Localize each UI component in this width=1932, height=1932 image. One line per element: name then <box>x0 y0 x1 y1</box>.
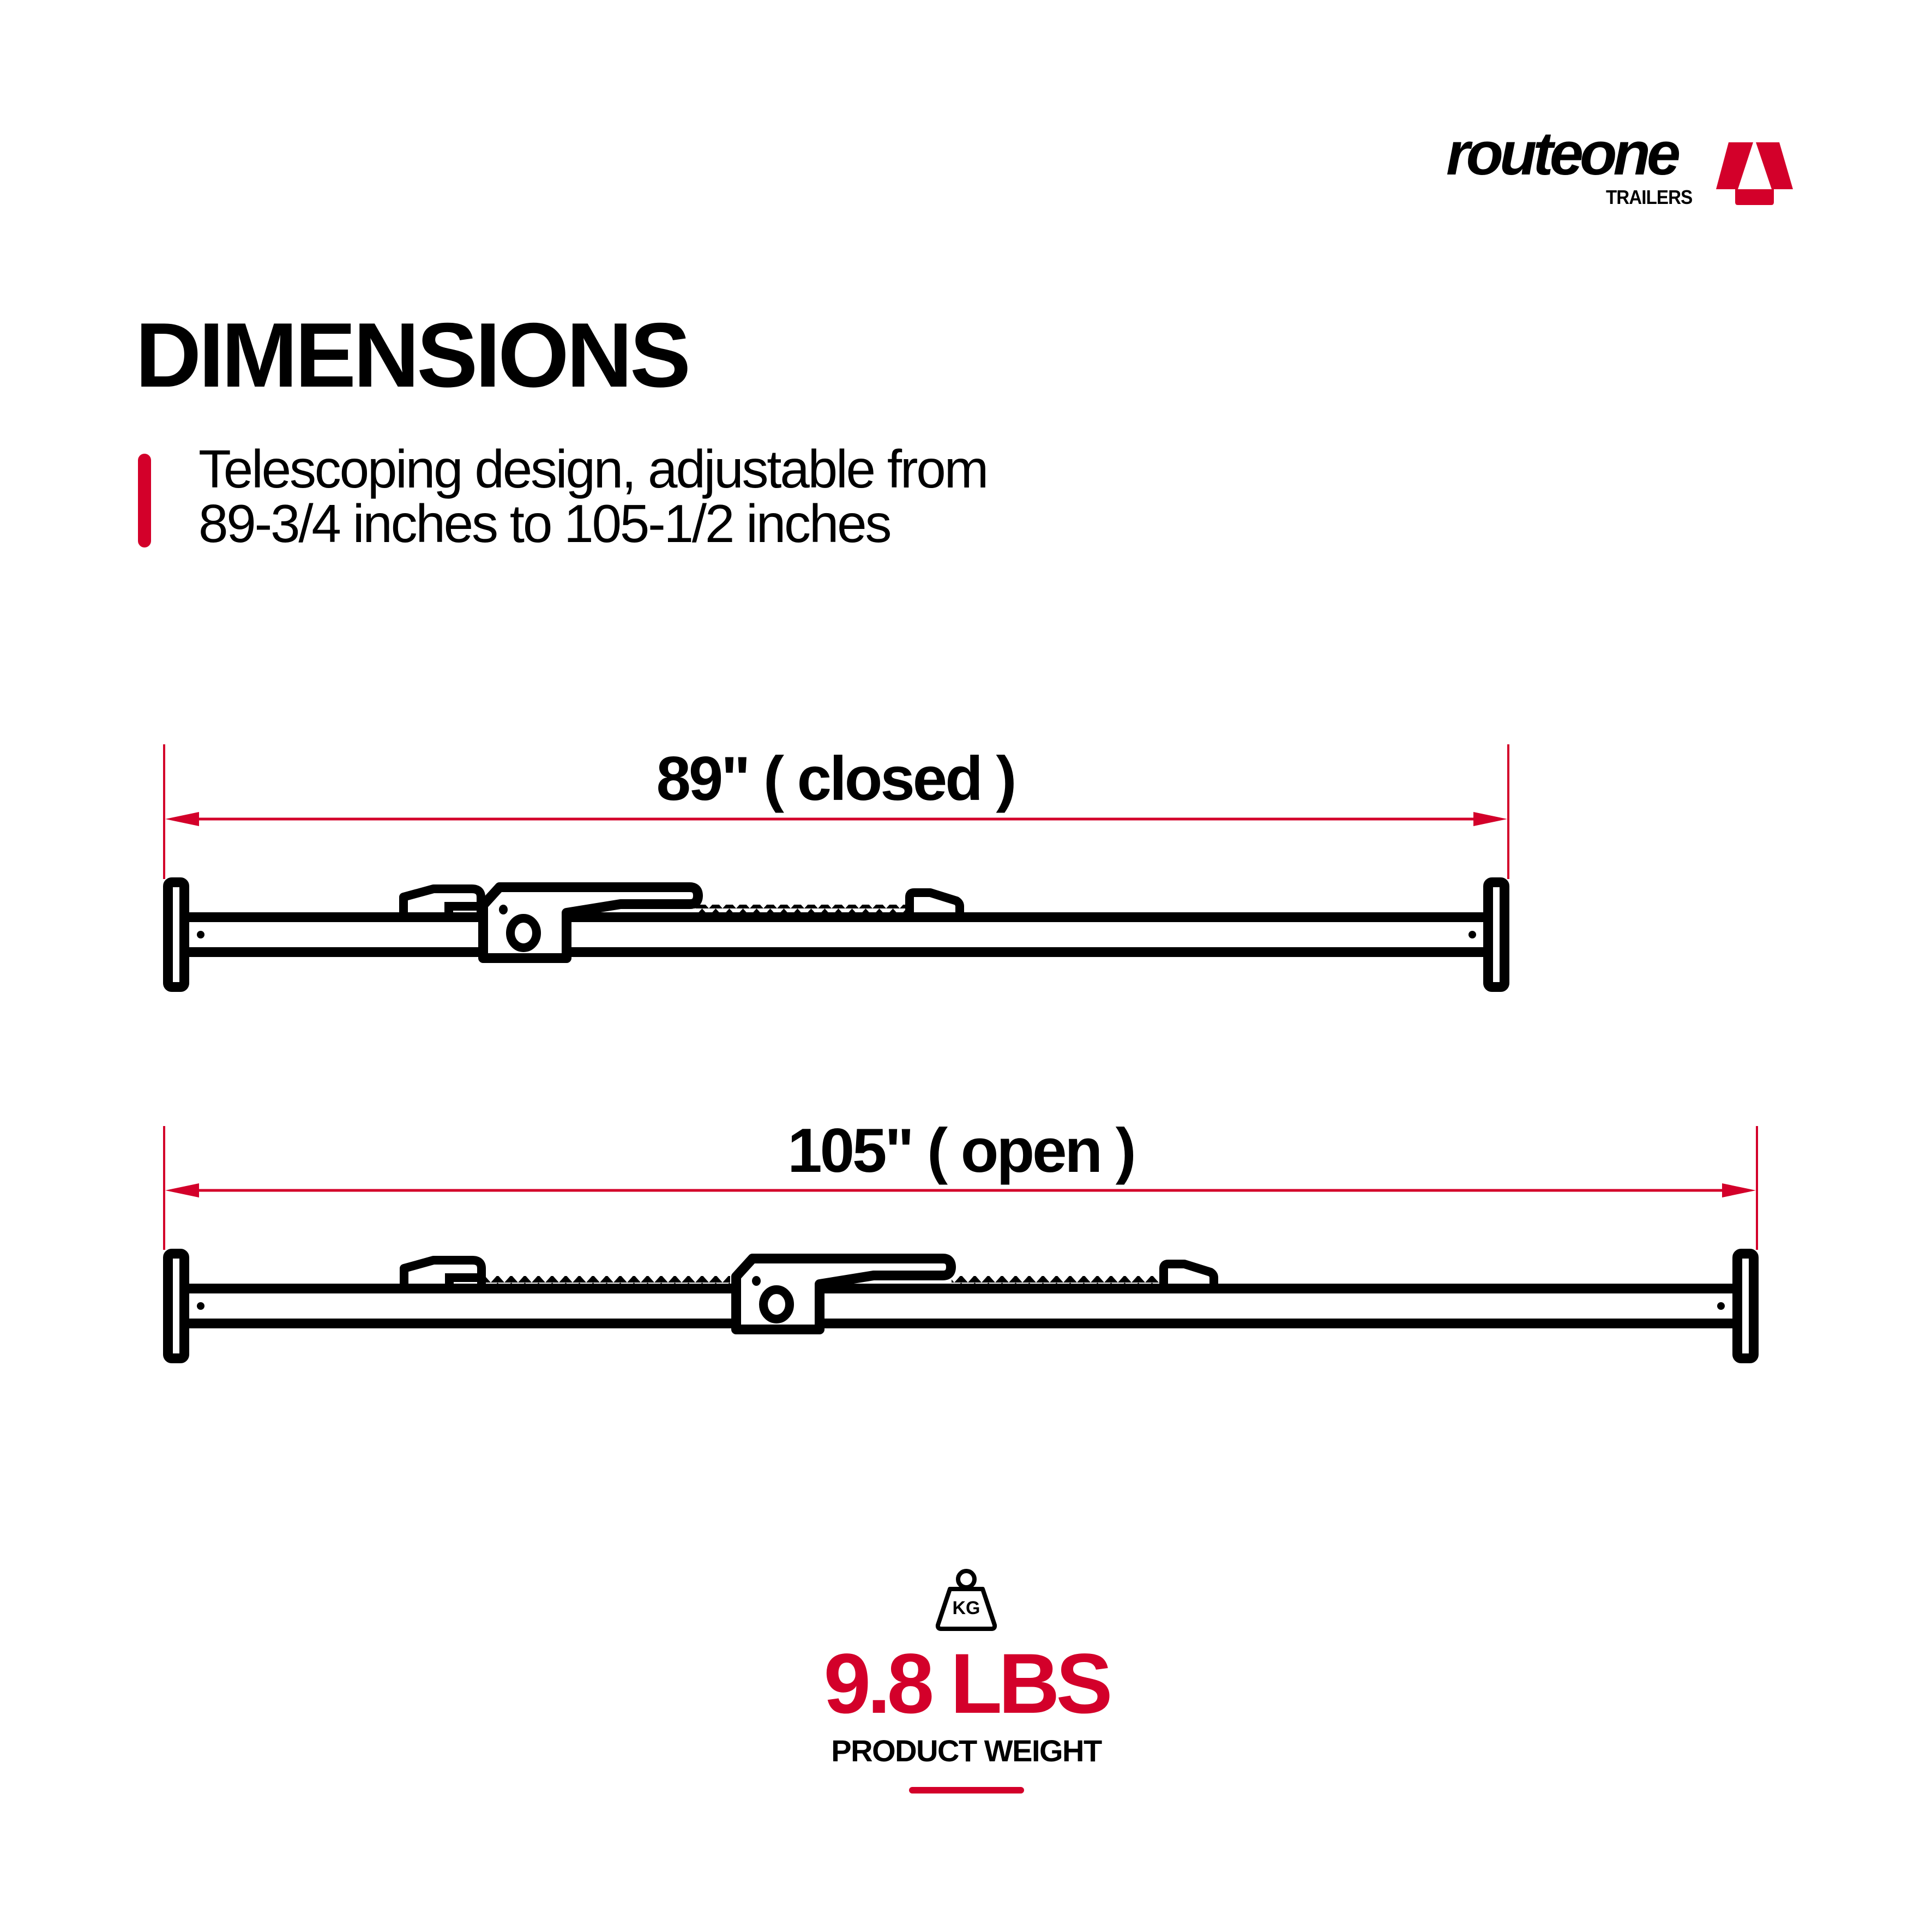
triangle-arrow-logo-icon <box>1716 142 1793 205</box>
arrow-right-icon <box>1722 1183 1756 1197</box>
brand-wordmark: routeone <box>1446 119 1681 188</box>
load-bar-closed-icon <box>163 877 1509 992</box>
weight-underline <box>909 1787 1024 1793</box>
description-text: Telescoping design, adjustable from 89-3… <box>198 439 989 553</box>
description-line-2: 89-3/4 inches to 105-1/2 inches <box>198 493 892 553</box>
open-dimension-line <box>163 1126 1758 1250</box>
svg-text:KG: KG <box>953 1598 980 1618</box>
load-bar-open-icon <box>163 1249 1759 1363</box>
closed-dimension-line <box>163 744 1509 879</box>
brand-subtitle: TRAILERS <box>1606 186 1693 208</box>
kg-weight-icon: KG <box>935 1569 997 1631</box>
arrow-left-icon <box>165 1183 199 1197</box>
weight-label: PRODUCT WEIGHT <box>831 1734 1102 1768</box>
page-title: DIMENSIONS <box>135 304 691 406</box>
weight-value: 9.8 LBS <box>823 1636 1112 1731</box>
closed-length-label: 89" ( closed ) <box>656 744 1017 814</box>
description-line-1: Telescoping design, adjustable from <box>198 439 989 499</box>
arrow-right-icon <box>1473 812 1507 826</box>
arrow-left-icon <box>165 812 199 826</box>
open-length-label: 105" ( open ) <box>787 1116 1136 1185</box>
description-accent-bar <box>138 454 151 547</box>
